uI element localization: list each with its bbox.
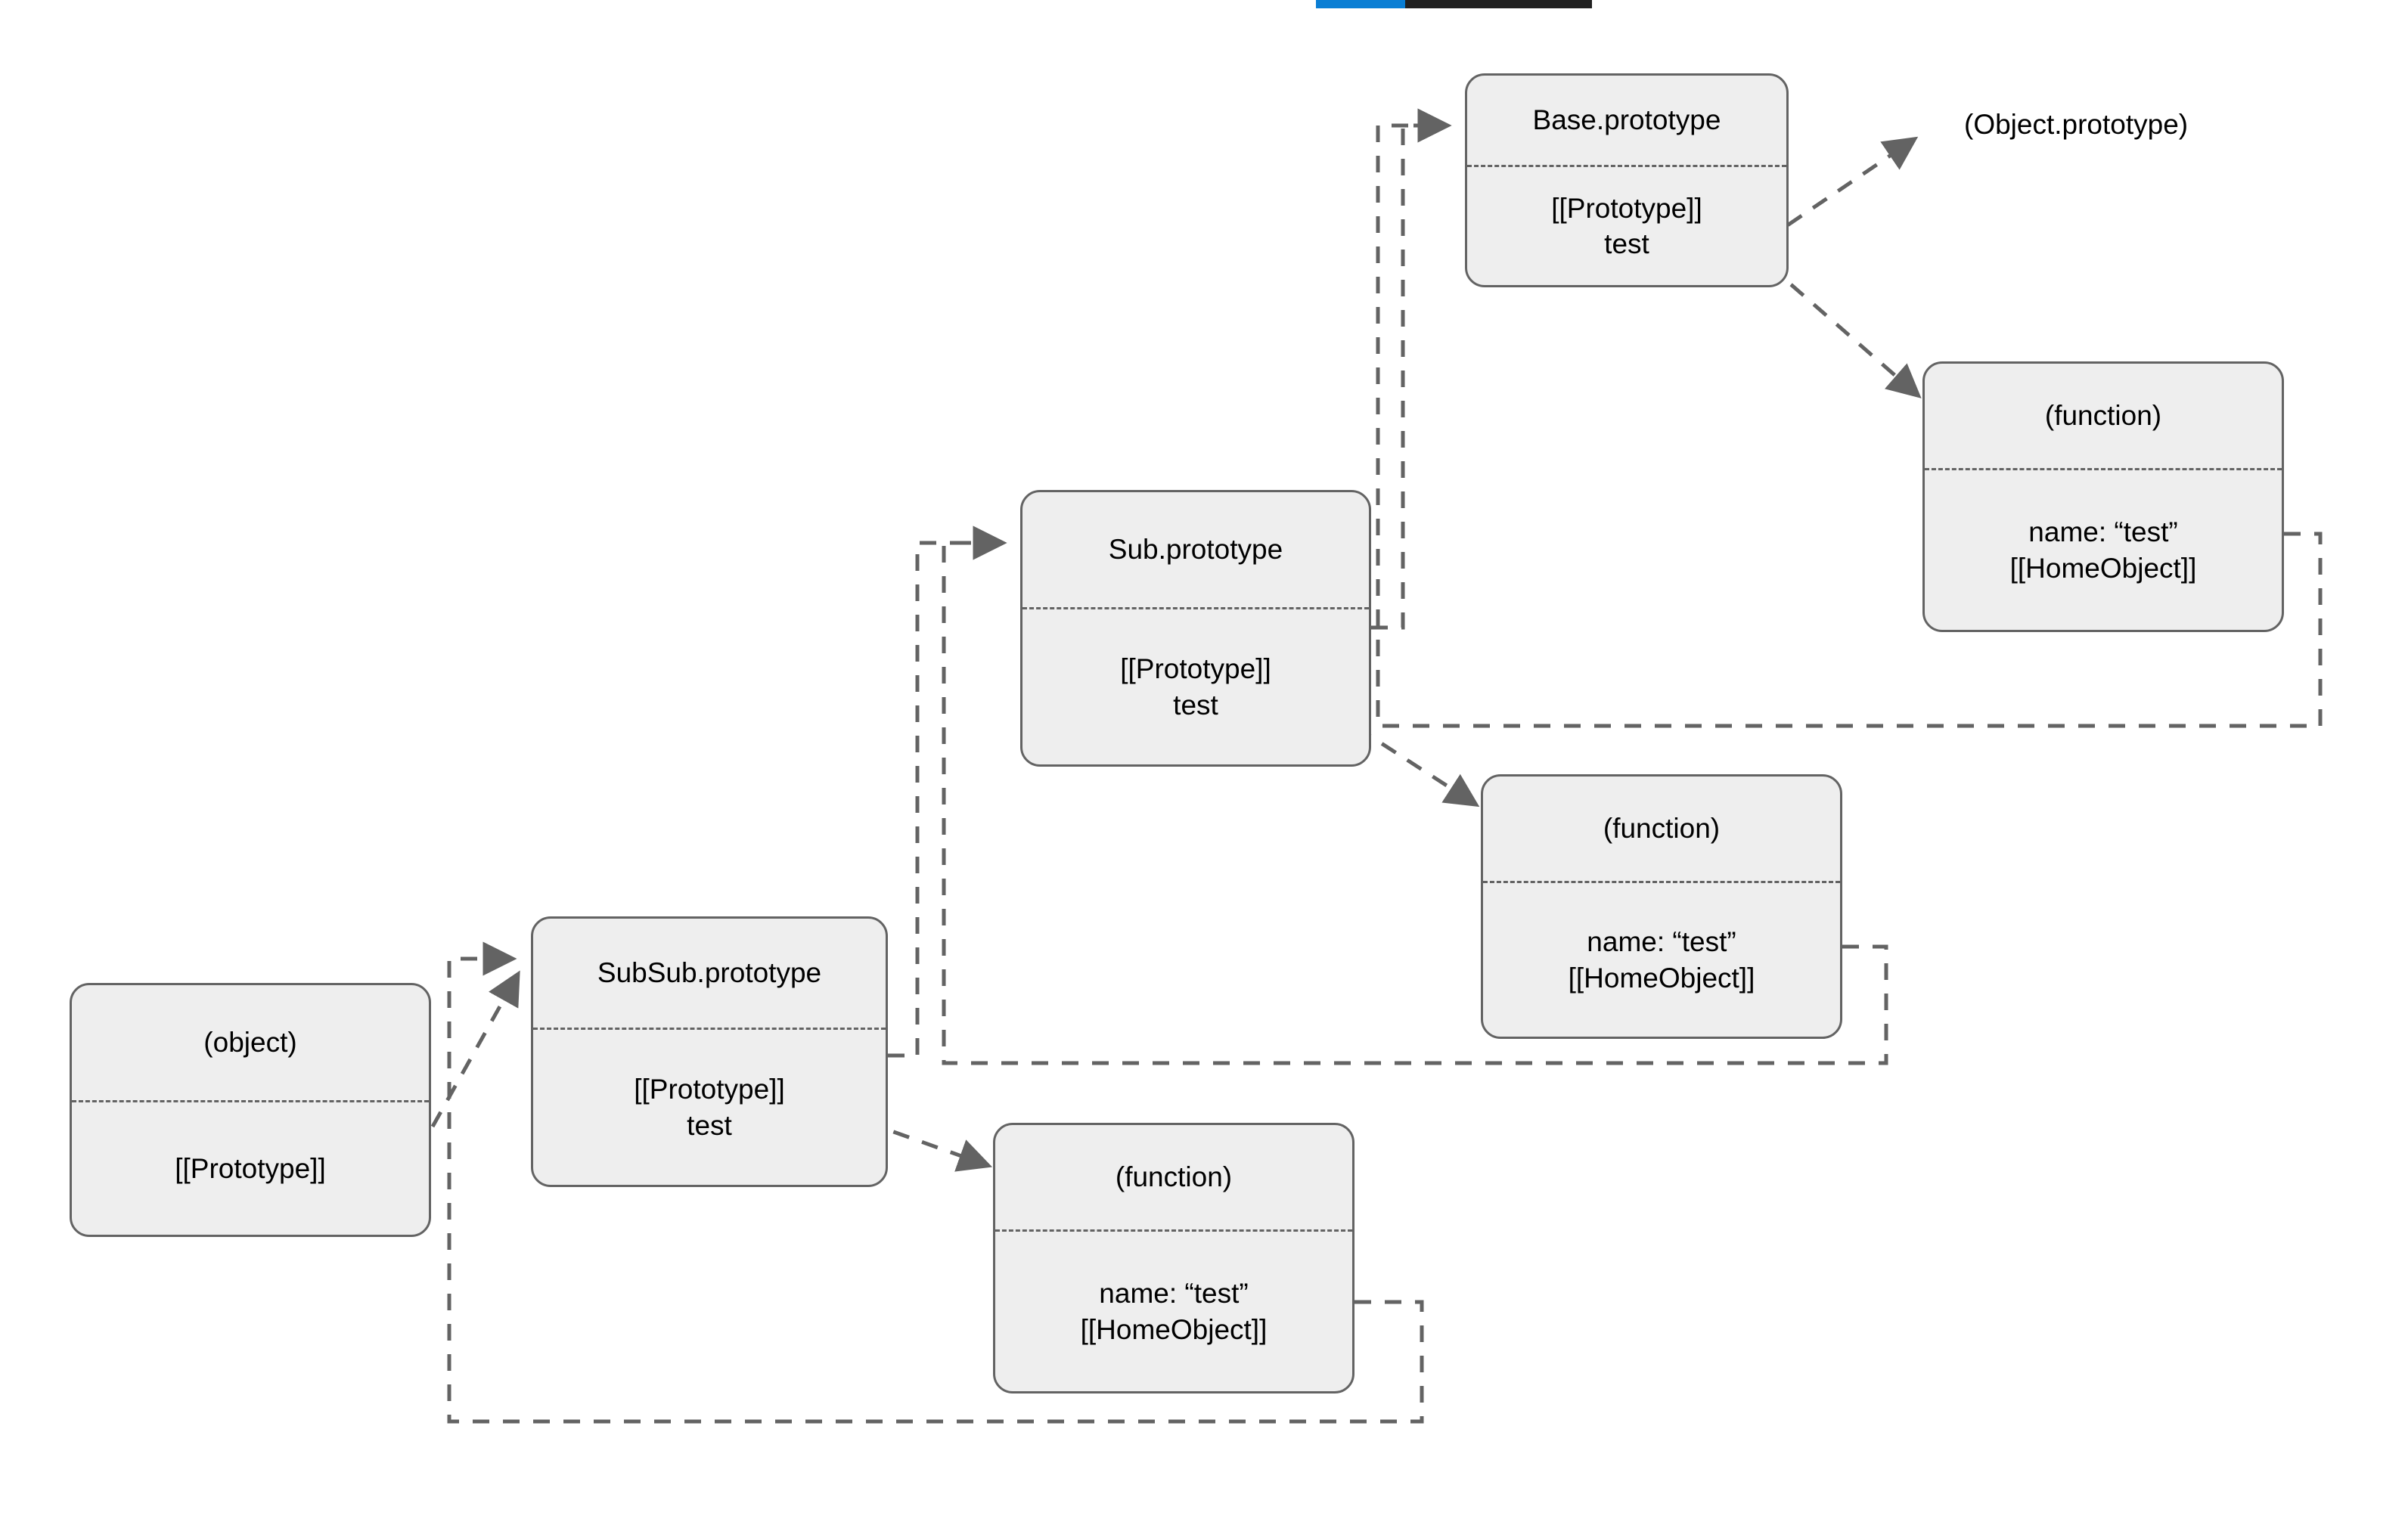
node-title: Base.prototype xyxy=(1532,104,1721,135)
node-body: name: “test” [[HomeObject]] xyxy=(1925,470,2282,630)
node-title: Sub.prototype xyxy=(1108,533,1283,565)
node-body-line: name: “test” xyxy=(1099,1278,1249,1310)
node-body-line: test xyxy=(1604,228,1649,259)
node-body-line: [[Prototype]] xyxy=(1120,653,1271,685)
node-body-line: [[Prototype]] xyxy=(634,1074,785,1105)
node-body-line: [[HomeObject]] xyxy=(1080,1313,1268,1345)
edge-function-sub-homeobject-to-sub-proto xyxy=(942,525,1888,1065)
node-title: (object) xyxy=(203,1026,297,1058)
node-divider xyxy=(1925,468,2282,470)
node-subsub-prototype[interactable]: SubSub.prototype [[Prototype]] test xyxy=(531,916,888,1187)
node-body-line: name: “test” xyxy=(1587,926,1736,958)
edge-object-proto-to-subsub-proto xyxy=(430,970,520,1128)
node-body-line: [[Prototype]] xyxy=(1551,192,1702,224)
node-body: name: “test” [[HomeObject]] xyxy=(1483,883,1840,1037)
node-body-line: [[HomeObject]] xyxy=(1568,962,1755,994)
node-sub-prototype[interactable]: Sub.prototype [[Prototype]] test xyxy=(1020,490,1371,767)
label-object-prototype: (Object.prototype) xyxy=(1964,109,2189,140)
progress-bar-track[interactable] xyxy=(1316,0,1592,8)
edge-sub-proto-to-base-proto xyxy=(1371,108,1452,630)
edge-base-test-to-function-base xyxy=(1767,263,1922,398)
node-title: (function) xyxy=(1603,812,1721,844)
node-body: [[Prototype]] xyxy=(72,1102,429,1235)
node-title: (function) xyxy=(2044,399,2162,431)
node-divider xyxy=(1022,607,1369,609)
node-body: [[Prototype]] test xyxy=(1022,609,1369,764)
node-function-base[interactable]: (function) name: “test” [[HomeObject]] xyxy=(1922,361,2284,632)
node-divider xyxy=(995,1229,1352,1232)
node-body: [[Prototype]] test xyxy=(1467,167,1786,285)
node-divider xyxy=(1467,165,1786,167)
node-function-subsub[interactable]: (function) name: “test” [[HomeObject]] xyxy=(993,1123,1354,1393)
node-body-line: [[HomeObject]] xyxy=(2009,552,2197,584)
edge-layer xyxy=(430,108,2323,1424)
node-divider xyxy=(72,1100,429,1102)
node-title: (function) xyxy=(1115,1161,1233,1192)
edge-subsub-proto-to-sub-proto xyxy=(888,525,1007,1058)
edge-function-subsub-homeobject-to-subsub-proto xyxy=(447,941,1424,1424)
node-body-line: test xyxy=(687,1109,732,1141)
progress-bar-fill xyxy=(1316,0,1405,8)
node-divider xyxy=(533,1028,886,1030)
node-function-sub[interactable]: (function) name: “test” [[HomeObject]] xyxy=(1481,774,1842,1039)
node-divider xyxy=(1483,881,1840,883)
node-base-prototype[interactable]: Base.prototype [[Prototype]] test xyxy=(1465,73,1789,287)
node-body-line: name: “test” xyxy=(2028,516,2178,548)
node-body: [[Prototype]] test xyxy=(533,1030,886,1185)
node-object-instance[interactable]: (object) [[Prototype]] xyxy=(70,983,431,1237)
node-body-line: test xyxy=(1173,689,1218,721)
node-body: name: “test” [[HomeObject]] xyxy=(995,1232,1352,1391)
edge-subsub-test-to-function-subsub xyxy=(836,1109,993,1172)
node-title: SubSub.prototype xyxy=(597,956,822,988)
edge-function-base-homeobject-to-base-proto xyxy=(1376,108,2323,728)
node-body-line: [[Prototype]] xyxy=(175,1152,326,1184)
